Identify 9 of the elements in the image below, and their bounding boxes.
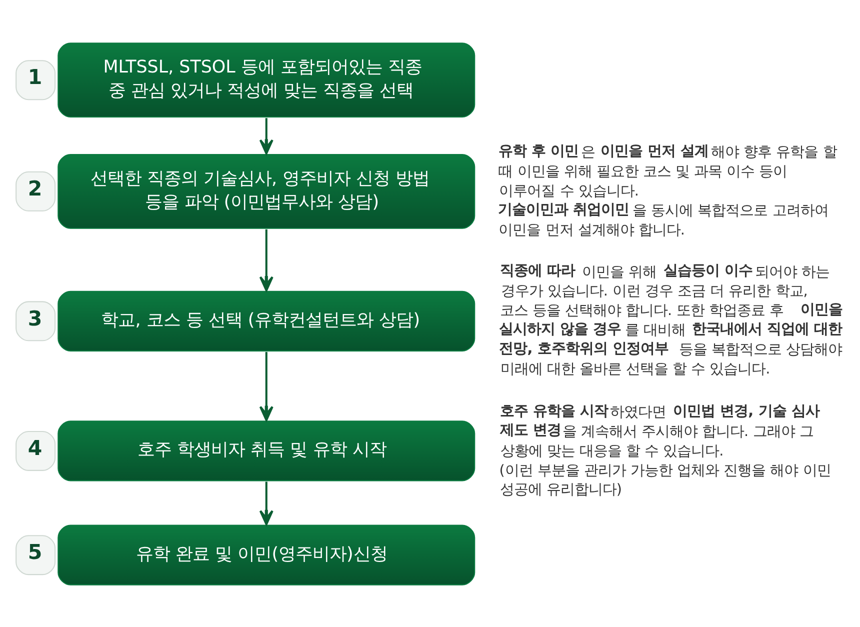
node-label: 유학 후 이민은 이민을 먼저 설계해야 향후 유학을 할 때 이민을 위해 필요한 코스 및 과목 이수 등이 이루어질 수 있습니다. — [498, 143, 837, 200]
arrow — [259, 228, 274, 291]
node-label: (이런 부분을 관리가 가능한 업체와 진행을 해야 이민 성공에 유리합니다) — [499, 462, 831, 498]
node-label: 직종에 따라 이민을 위해 실습등이 이수되어야 하는 경우가 있습니다. 이런 경우 조금 더 유리한 학교, 코스 등을 선택해야 합니다. 또한 학업종료 후 이민을 실시하지 않을 경우를 대비해 한국내에서 직업에 대한 전망, 호주학위의 인정여부 등을 복합적으로 상담해야 미래에 대한 올바른 선택을 할 수 있습니다. — [499, 262, 842, 378]
node-label: 기술이민과 취업이민을 동시에 복합적으로 고려하여 이민을 먼저 설계해야 합니다. — [498, 202, 828, 238]
arrow — [259, 351, 274, 421]
arrow — [259, 118, 274, 154]
arrow — [259, 481, 274, 525]
node-label: 호주 유학을 시작하였다면 이민법 변경, 기술 심사 제도 변경을 계속해서 주시해야 합니다. 그래야 그 상황에 맞는 대응을 할 수 있습니다. — [500, 402, 820, 459]
